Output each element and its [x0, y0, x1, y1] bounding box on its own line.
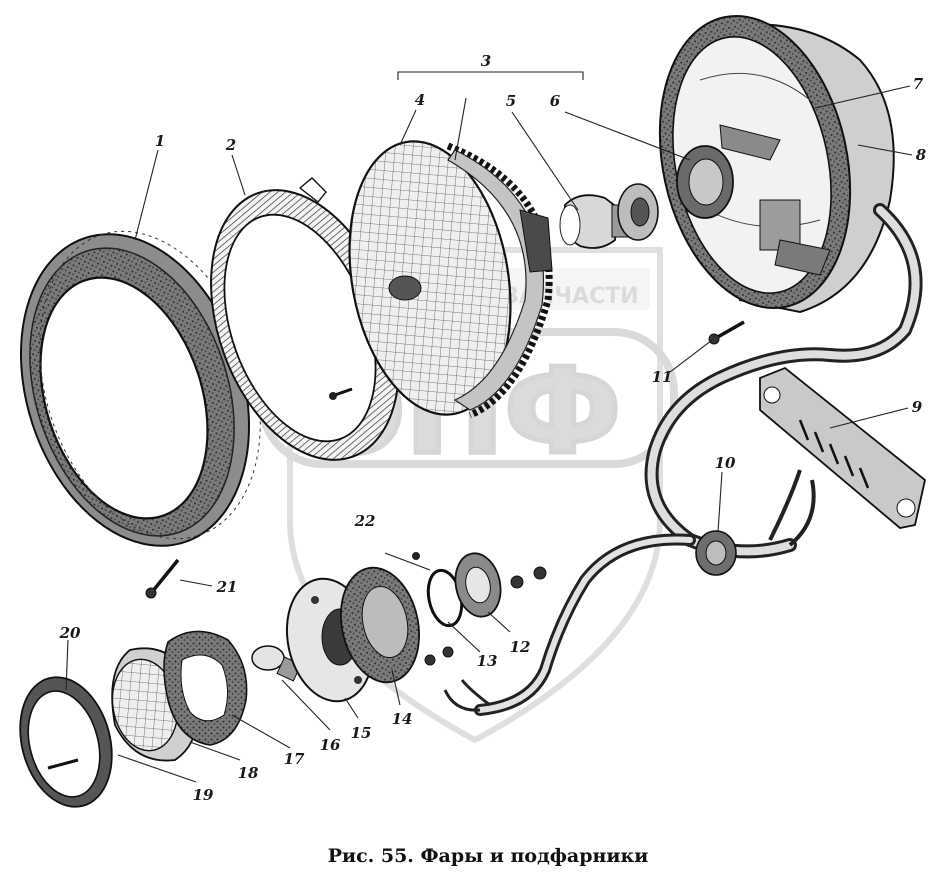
part-17-gasket [163, 630, 248, 746]
part-1-outer-rim [20, 230, 261, 547]
part-4-optical-element [348, 140, 553, 419]
callout-labels: 3 1 2 4 5 6 7 8 9 10 11 12 13 14 15 16 1… [59, 52, 927, 804]
callout-8: 8 [916, 146, 927, 164]
callout-10: 10 [715, 454, 736, 472]
part-2-inner-rim [210, 177, 400, 461]
callout-12: 12 [510, 638, 531, 656]
leader-lines [65, 71, 913, 783]
callout-2: 2 [225, 136, 236, 154]
part-22-base-screw [384, 552, 431, 571]
part-12-bulb-holder [454, 552, 502, 618]
part-20-parking-rim [19, 676, 113, 808]
callout-13: 13 [477, 652, 498, 670]
callout-18: 18 [238, 764, 259, 782]
callout-22: 22 [354, 512, 376, 530]
callout-20: 20 [59, 624, 81, 642]
part-9-terminal-block [759, 366, 927, 529]
part-10-wire-clamp [695, 530, 737, 576]
callout-17: 17 [284, 750, 305, 768]
wiring-harness [443, 203, 923, 716]
callout-6: 6 [550, 92, 561, 110]
callout-15: 15 [351, 724, 372, 742]
part-7-housing-internals [676, 124, 831, 276]
part-11-screw [708, 320, 745, 345]
callout-7: 7 [913, 75, 924, 93]
callout-11: 11 [652, 368, 673, 386]
part-14-housing-base [340, 566, 420, 684]
callout-21: 21 [216, 578, 238, 596]
callout-9: 9 [912, 398, 923, 416]
figure-caption: Рис. 55. Фары и подфарники [328, 845, 649, 867]
callout-group-3: 3 [481, 52, 491, 70]
screw-icon [329, 387, 353, 400]
callout-1: 1 [155, 132, 165, 150]
callout-4: 4 [415, 91, 425, 109]
part-5-bulb [559, 194, 631, 249]
part-6-bulb-socket [617, 183, 659, 241]
callout-19: 19 [193, 786, 214, 804]
callout-14: 14 [392, 710, 413, 728]
part-8-headlamp-housing [658, 14, 895, 314]
callout-5: 5 [506, 92, 516, 110]
nuts [424, 566, 547, 666]
callout-16: 16 [320, 736, 341, 754]
part-21-screw [145, 558, 180, 599]
